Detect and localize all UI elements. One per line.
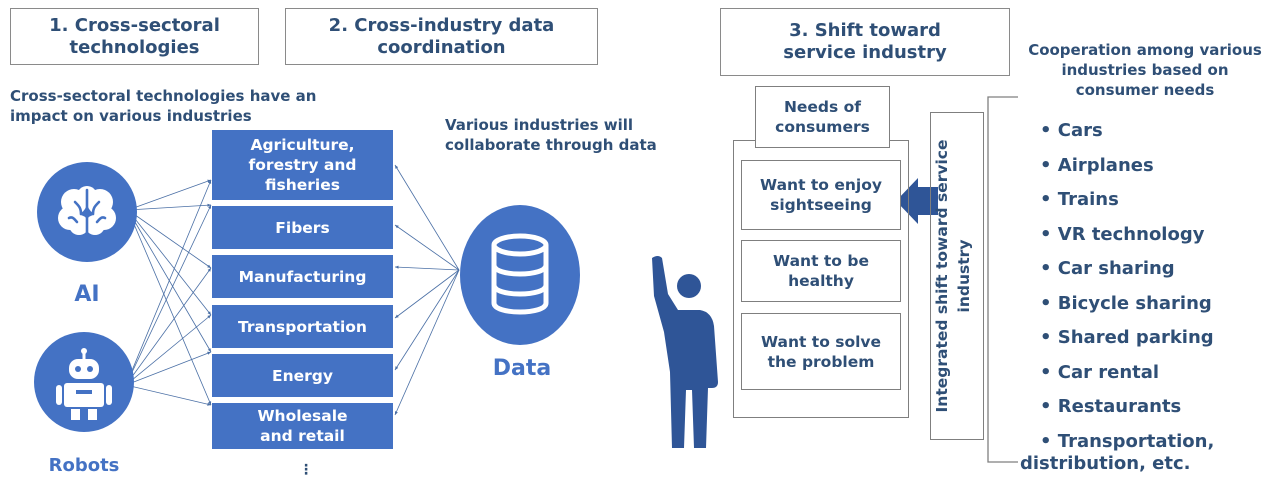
ai-label: AI [74,282,100,307]
need-solve-problem: Want to solve the problem [741,313,901,390]
connector-arrow [127,209,212,406]
data-link-arrow [394,224,460,271]
service-shift-arrow [896,178,938,224]
robots-circle [34,332,134,432]
connector-arrow [127,203,212,211]
connector-arrow [127,209,212,269]
header-cross-industry-data: 2. Cross-industry data coordination [285,8,598,65]
list-item: • Trains [1040,189,1119,210]
list-item: • Car sharing [1040,258,1175,279]
data-label: Data [492,356,552,381]
list-item: • Restaurants [1040,396,1182,417]
industry-manufacturing: Manufacturing [212,255,393,298]
integrated-shift-box [930,112,984,440]
robot-icon [56,348,112,420]
database-icon [491,233,549,315]
data-link-arrow [394,269,460,416]
connector-arrow [125,351,212,386]
ai-circle [37,162,137,262]
list-item: • VR technology [1040,223,1205,245]
service-industries-list: • Cars • Airplanes • Trains • VR technol… [1020,120,1215,475]
bracket-line [987,96,1018,463]
list-item: • Cars [1040,120,1103,141]
connector-arrow [125,384,212,406]
industry-transportation: Transportation [212,305,393,348]
list-item-line: • Transportation, [1040,430,1215,452]
data-link-arrow [394,269,460,371]
need-sightseeing: Want to enjoy sightseeing [741,160,901,230]
integrated-shift-label: Integrated shift toward service industry [933,139,973,413]
data-circle [460,205,580,345]
list-item: • Airplanes [1040,154,1154,176]
cross-sectoral-note: Cross-sectoral technologies have an impa… [10,87,317,125]
header-service-industry: 3. Shift toward service industry [720,8,1010,76]
connector-arrow [125,267,212,386]
person-raising-hand-icon [652,256,718,448]
connector-arrow [125,204,212,386]
list-item: • Shared parking [1040,327,1214,348]
cooperation-note: Cooperation among various industries bas… [1028,41,1262,99]
needs-title: Needs of consumers [755,86,890,148]
connector-arrow [127,179,212,211]
data-link-arrow [394,265,460,271]
need-healthy: Want to be healthy [741,240,901,302]
more-industries-ellipsis: ⋮ [299,462,313,478]
connector-arrow [127,209,212,316]
list-item: • Car rental [1040,361,1160,383]
list-item-line: distribution, etc. [1020,452,1191,474]
industry-agriculture: Agriculture, forestry and fisheries [212,130,393,200]
connector-arrow [125,179,212,386]
industry-energy: Energy [212,354,393,397]
brain-icon [58,186,116,236]
connector-arrow [125,314,212,386]
header-cross-sectoral-technologies: 1. Cross-sectoral technologies [10,8,259,65]
industry-wholesale-retail: Wholesale and retail [212,403,393,449]
list-item: • Bicycle sharing [1040,292,1212,314]
data-link-arrow [394,164,460,271]
data-link-arrow [394,269,460,319]
list-item: • Transportation, distribution, etc. [1020,430,1215,475]
robots-label: Robots [48,455,120,476]
collaborate-note: Various industries will collaborate thro… [445,116,657,154]
industry-fibers: Fibers [212,206,393,249]
